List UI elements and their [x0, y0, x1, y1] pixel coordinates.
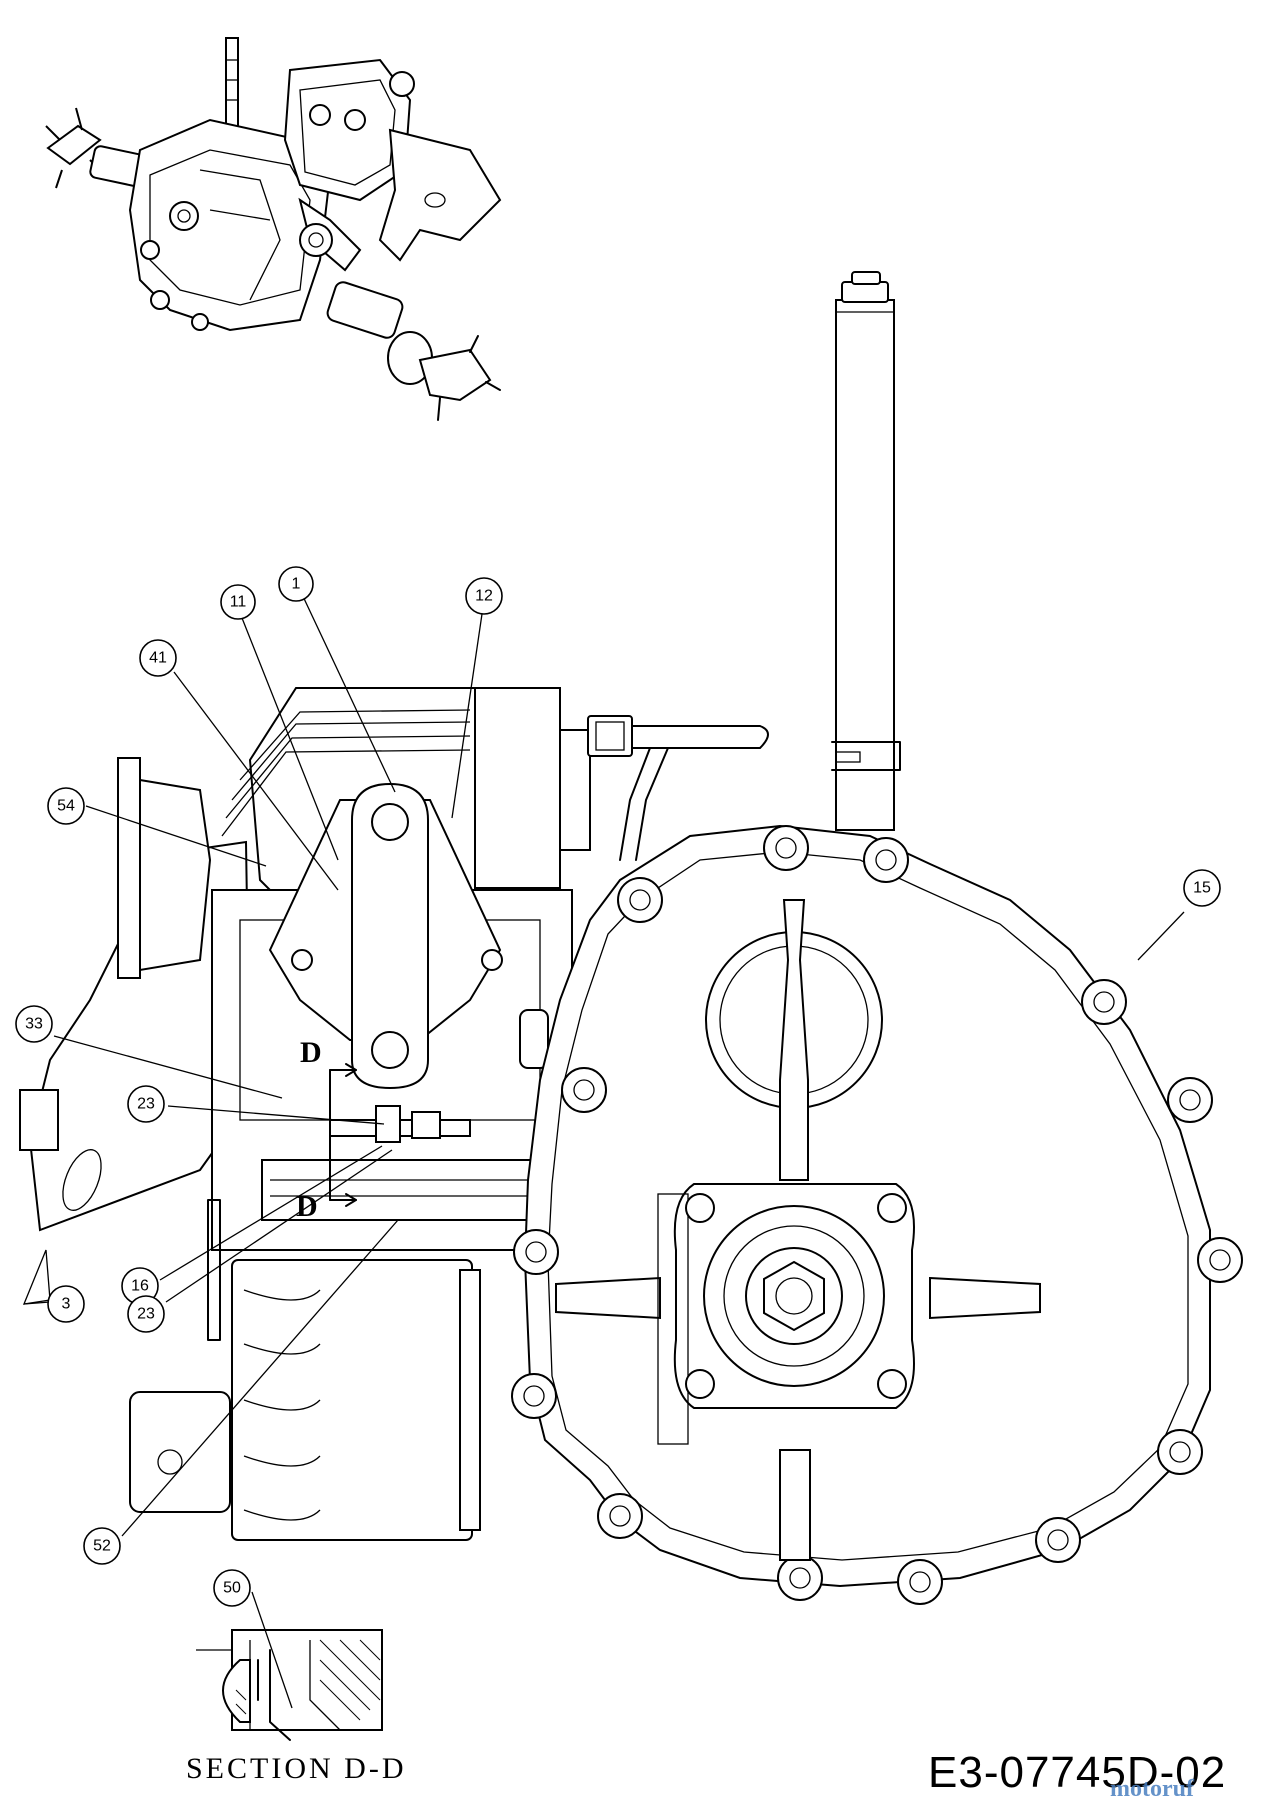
- section-marker-d-top: D: [300, 1036, 322, 1069]
- svg-text:33: 33: [25, 1016, 43, 1033]
- callout-54: 54: [47, 787, 85, 825]
- callout-23-upper: 23: [127, 1085, 165, 1123]
- svg-text:15: 15: [1193, 880, 1211, 897]
- svg-text:41: 41: [149, 650, 167, 667]
- transaxle-front-view: [19, 271, 1243, 1605]
- section-caption: SECTION D-D: [186, 1752, 407, 1785]
- svg-text:16: 16: [131, 1278, 149, 1295]
- svg-text:52: 52: [93, 1538, 111, 1555]
- callout-50: 50: [213, 1569, 251, 1607]
- callout-12: 12: [465, 577, 503, 615]
- callout-16: 16: [121, 1267, 159, 1305]
- callout-3: 3: [47, 1285, 85, 1323]
- svg-text:50: 50: [223, 1580, 241, 1597]
- svg-text:3: 3: [62, 1296, 71, 1313]
- section-d-d-detail: [196, 1629, 383, 1741]
- svg-text:12: 12: [475, 588, 493, 605]
- svg-text:23: 23: [137, 1306, 155, 1323]
- svg-text:11: 11: [230, 594, 247, 611]
- svg-text:1: 1: [292, 576, 301, 593]
- isometric-transaxle-preview: [45, 37, 502, 421]
- callout-52: 52: [83, 1527, 121, 1565]
- watermark-logo: motoruf: [1110, 1776, 1194, 1802]
- callout-1: 1: [278, 566, 314, 602]
- callout-15: 15: [1183, 869, 1221, 907]
- drawing-number: E3-07745D-02: [928, 1748, 1227, 1797]
- callout-41: 41: [139, 639, 177, 677]
- callout-leaders: [22, 589, 1185, 1709]
- callout-33: 33: [15, 1005, 53, 1043]
- callout-23-lower: 23: [127, 1295, 165, 1333]
- callout-11: 11: [220, 584, 256, 620]
- svg-text:54: 54: [57, 798, 75, 815]
- cover-bolts: [511, 825, 1243, 1605]
- svg-text:23: 23: [137, 1096, 155, 1113]
